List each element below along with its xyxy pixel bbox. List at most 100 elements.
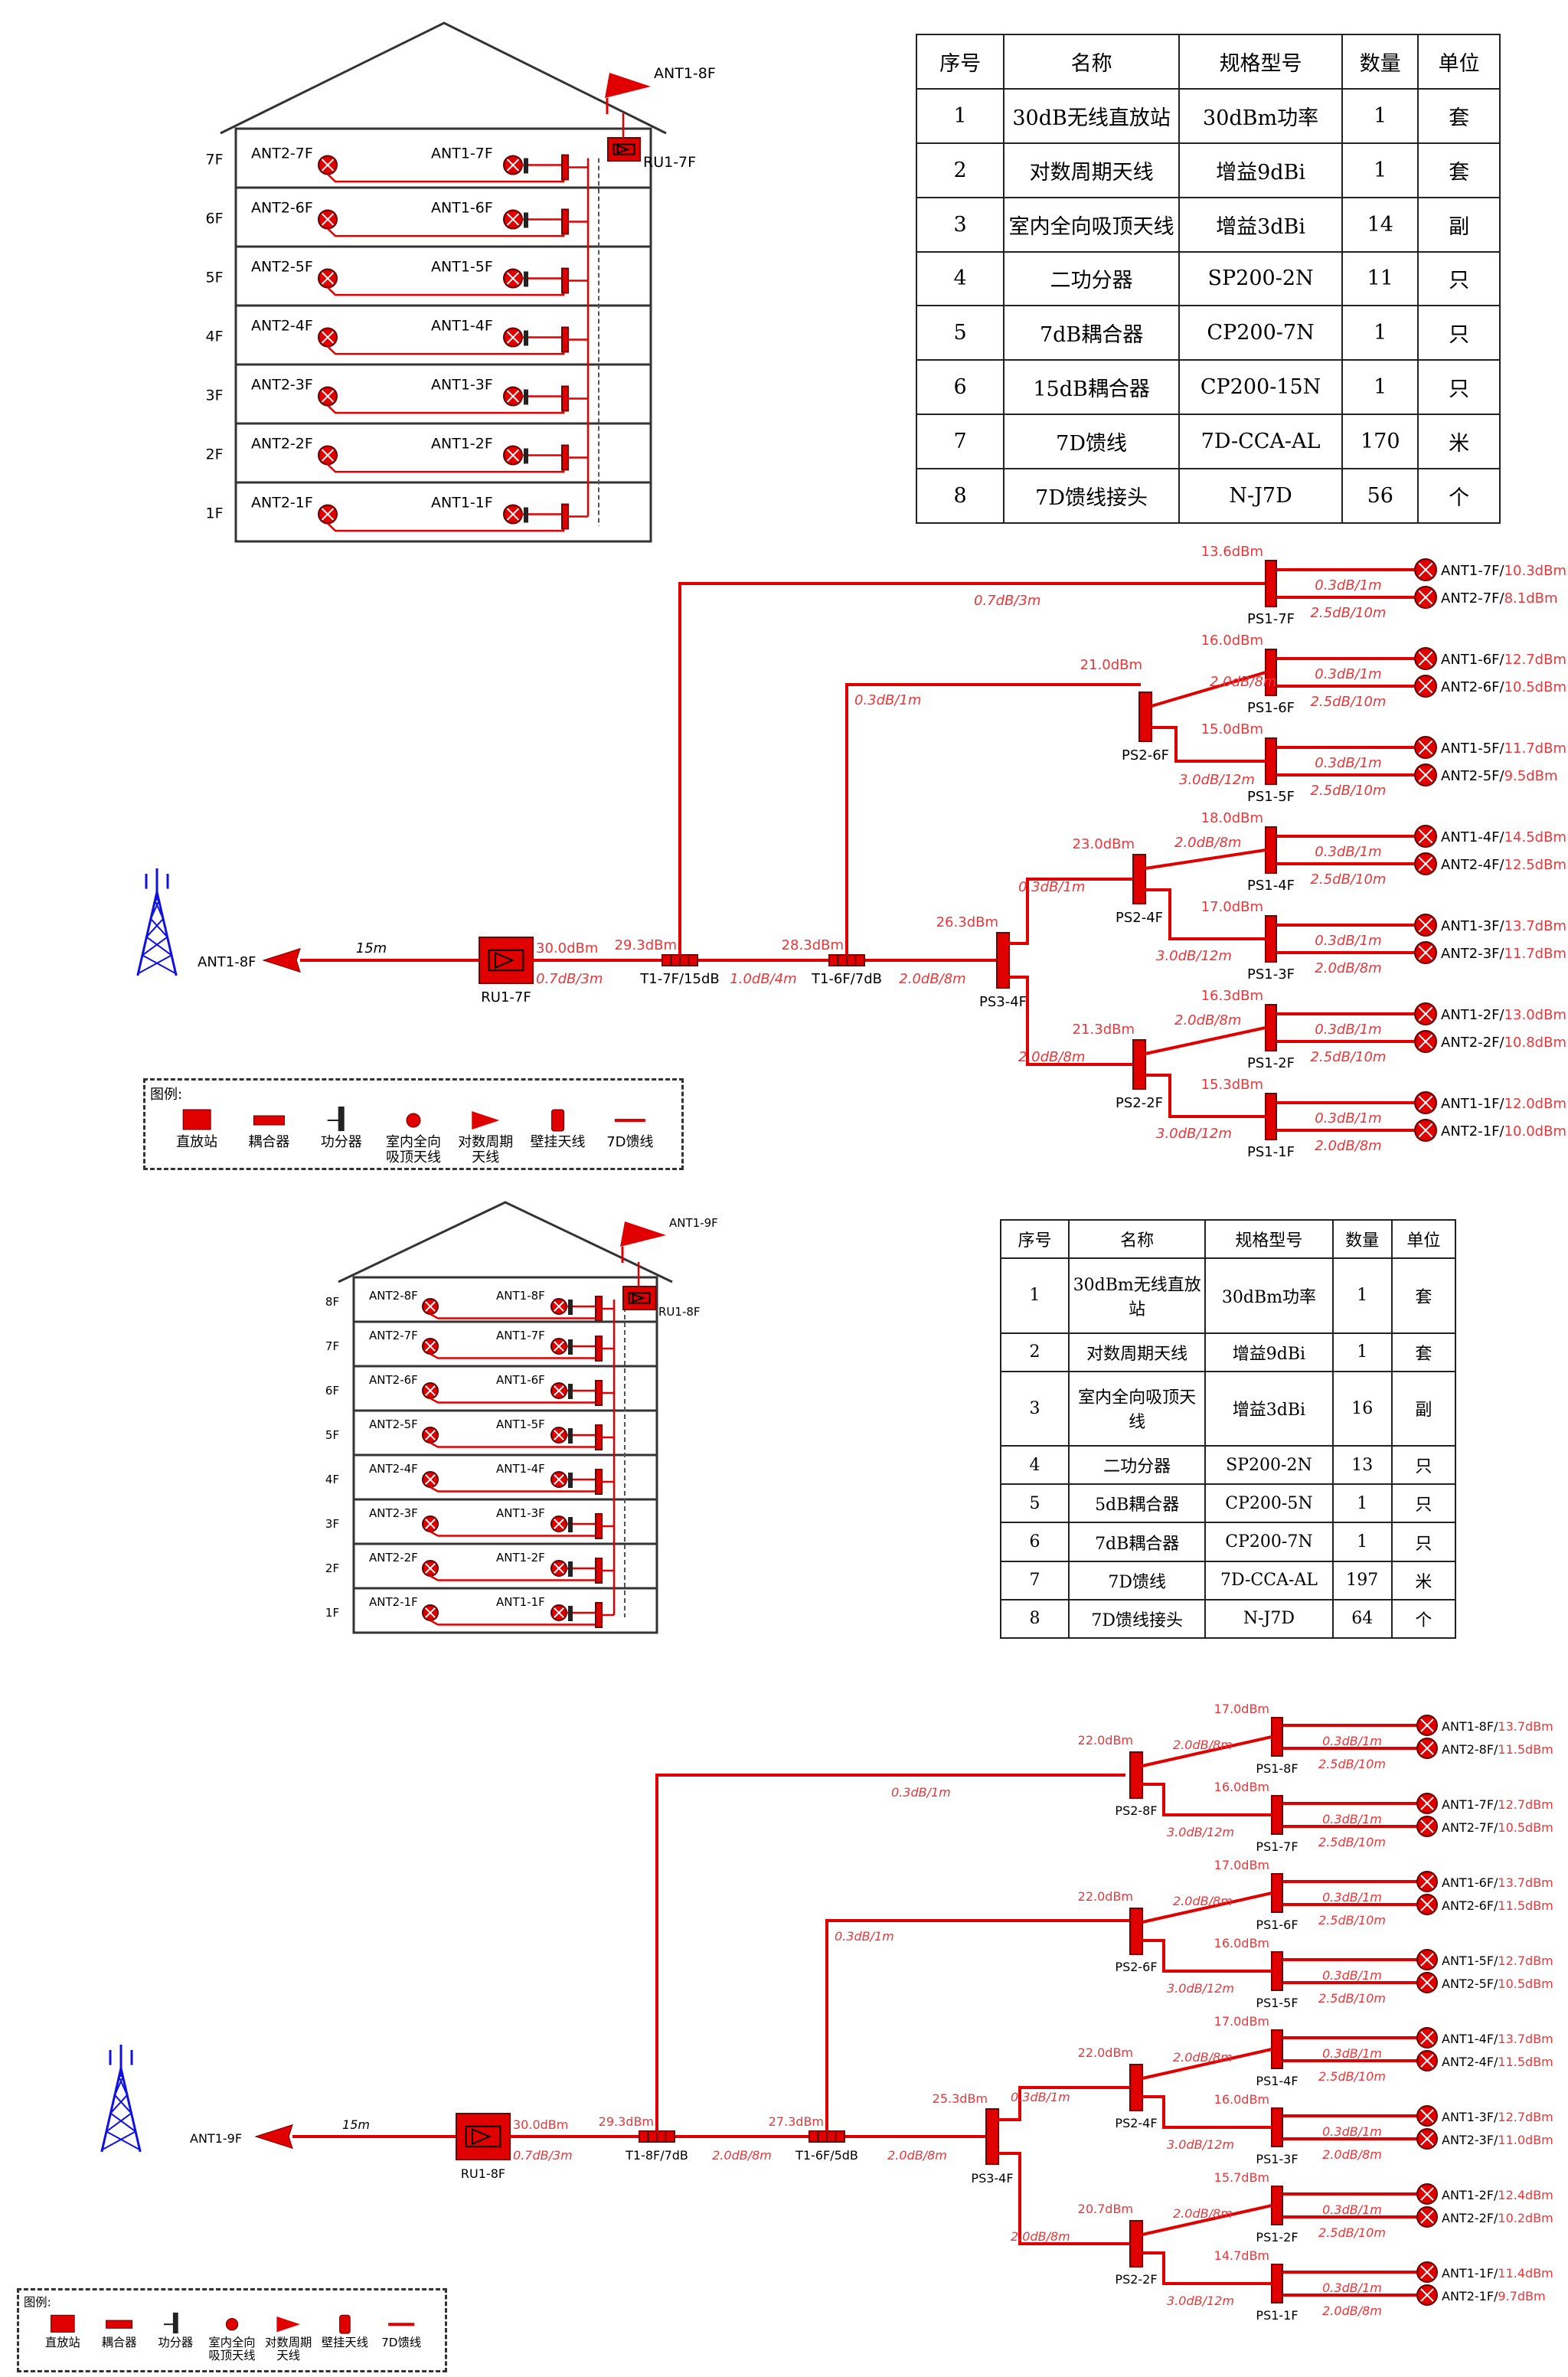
- splitter-label: PS1-5F: [1256, 1996, 1298, 2010]
- floor-label: 6F: [205, 211, 223, 227]
- log-periodic-antenna-icon: [262, 947, 301, 973]
- splitter-icon: [561, 208, 569, 235]
- splitter-icon: [1271, 2186, 1283, 2225]
- table-cell: 1: [1341, 359, 1419, 416]
- level-label: 17.0dBm: [1214, 1702, 1269, 1716]
- antenna-cross: [425, 1341, 436, 1352]
- table-cell: 增益3dBi: [1178, 196, 1344, 253]
- table-cell: 6: [915, 359, 1005, 416]
- antenna-label: ANT2-5F: [369, 1417, 418, 1431]
- antenna-label: ANT1-6F/13.7dBm: [1442, 1875, 1553, 1890]
- cable-label: 3.0dB/12m: [1167, 1825, 1234, 1839]
- table-header-cell: 数量: [1341, 34, 1419, 90]
- coupler-label: T1-8F/7dB: [625, 2148, 688, 2163]
- antenna-label: ANT2-8F: [369, 1289, 418, 1303]
- antenna-cross: [321, 449, 335, 462]
- antenna-level: 13.7dBm: [1504, 918, 1566, 934]
- antenna-cross: [554, 1341, 564, 1352]
- antenna-shape: [262, 947, 301, 973]
- ceiling-antenna-icon: [422, 1298, 439, 1315]
- antenna-cross: [1420, 1976, 1434, 1990]
- antenna-label: ANT1-3F: [431, 377, 493, 394]
- repeater-icon: [182, 1109, 211, 1130]
- level-label: 25.3dBm: [933, 2091, 988, 2106]
- antenna-label: ANT2-3F/11.0dBm: [1442, 2133, 1553, 2147]
- cable-label: 2.0dB/8m: [1018, 1049, 1085, 1065]
- antenna-label: ANT1-4F/14.5dBm: [1441, 829, 1566, 845]
- legend-item-label: 吸顶天线: [386, 1149, 441, 1166]
- splitter-icon: [595, 1336, 603, 1362]
- feeder-line: [1145, 888, 1266, 940]
- table-cell: 套: [1390, 1257, 1457, 1334]
- ceiling-antenna-icon: [1416, 2128, 1438, 2150]
- antenna-label: ANT1-1F: [496, 1595, 545, 1609]
- antenna-cross: [425, 1301, 436, 1312]
- legend-item-label: 功分器: [158, 2336, 193, 2349]
- ceiling-antenna-icon: [1414, 675, 1437, 698]
- cable-label: 2.0dB/8m: [899, 971, 965, 987]
- antenna-level: 9.7dBm: [1498, 2289, 1545, 2303]
- ceiling-antenna-icon: [1416, 1738, 1438, 1759]
- cable-label: 0.3dB/1m: [1011, 2090, 1070, 2104]
- antenna-level: 14.5dBm: [1504, 829, 1566, 845]
- antenna-level: 12.5dBm: [1504, 857, 1566, 873]
- cable-label: 2.0dB/8m: [887, 2148, 947, 2163]
- splitter-label: PS1-5F: [1247, 789, 1295, 805]
- antenna-label: ANT1-2F/13.0dBm: [1441, 1007, 1566, 1023]
- tower-brace: [118, 2076, 128, 2096]
- ceiling-antenna-icon: [550, 1560, 567, 1577]
- table-cell: 5dB耦合器: [1068, 1483, 1207, 1524]
- cable-label: 3.0dB/12m: [1156, 948, 1232, 964]
- coupler-label: T1-7F/15dB: [639, 971, 720, 987]
- tower-brace: [150, 918, 168, 938]
- cable-label: 1.0dB/4m: [730, 971, 796, 987]
- cable-label: 0.3dB/1m: [1322, 1890, 1382, 1905]
- log-periodic-antenna-icon: [254, 2124, 293, 2150]
- tower-brace: [114, 2076, 124, 2096]
- feeder-line: [1151, 671, 1266, 708]
- tower-leg: [119, 2068, 142, 2153]
- antenna-cross: [506, 390, 520, 403]
- ceiling-antenna-icon: [550, 1298, 567, 1315]
- antenna-label: ANT1-2F/12.4dBm: [1442, 2188, 1553, 2202]
- antenna-level: 11.7dBm: [1504, 741, 1566, 757]
- antenna-cross: [1420, 2288, 1434, 2302]
- splitter-label: PS1-3F: [1256, 2152, 1298, 2166]
- wall-antenna-icon: [524, 158, 528, 174]
- antenna-label: ANT2-6F: [251, 200, 313, 217]
- wall-antenna-icon: [568, 1517, 573, 1532]
- table-cell: 只: [1390, 1483, 1457, 1524]
- feeder-line: [1142, 1783, 1272, 1816]
- antenna-level: 11.5dBm: [1498, 2055, 1553, 2069]
- splitter-icon: [1129, 1751, 1143, 1799]
- tower-brace: [150, 900, 160, 920]
- legend-item-label: 7D馈线: [381, 2336, 421, 2349]
- level-label: 15.7dBm: [1214, 2170, 1269, 2185]
- ceiling-antenna-icon: [1414, 1119, 1437, 1142]
- level-label: 27.3dBm: [769, 2114, 824, 2129]
- antenna-cross: [554, 1385, 564, 1396]
- splitter-icon: [985, 2108, 999, 2165]
- splitter-icon: [338, 1107, 345, 1131]
- cable-label: 2.5dB/10m: [1311, 694, 1387, 710]
- antenna-label: ANT2-5F: [251, 259, 313, 276]
- coupler-icon: [662, 954, 698, 966]
- antenna-label: ANT2-4F: [369, 1462, 418, 1476]
- wall-antenna-icon: [524, 448, 528, 464]
- feeder-line: [1142, 1939, 1272, 1973]
- table-cell: 只: [1417, 359, 1501, 416]
- antenna-level: 13.7dBm: [1498, 1719, 1553, 1734]
- legend-item-label: 耦合器: [102, 2336, 137, 2349]
- floor-label: 4F: [325, 1473, 339, 1486]
- antenna-level: 11.7dBm: [1504, 946, 1566, 962]
- repeater-icon: [51, 2314, 75, 2333]
- table-cell: 197: [1331, 1560, 1393, 1600]
- splitter-label: PS1-6F: [1247, 700, 1295, 716]
- feeder-line: [998, 2152, 1130, 2245]
- splitter-label: PS1-7F: [1247, 611, 1295, 627]
- repeater-label: RU1-8F: [658, 1305, 701, 1319]
- legend-title: 图例:: [24, 2295, 51, 2309]
